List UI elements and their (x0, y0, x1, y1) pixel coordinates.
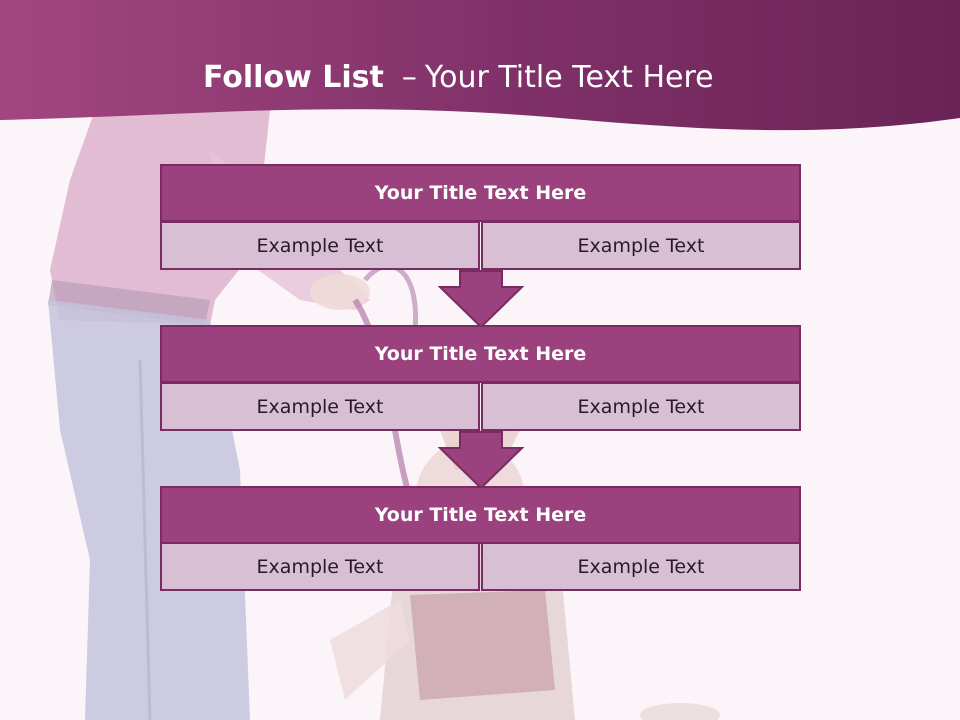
block-cell-right: Example Text (481, 382, 801, 431)
down-arrow-icon (438, 270, 524, 329)
block-cell-left: Example Text (160, 382, 480, 431)
block-title: Your Title Text Here (160, 325, 801, 383)
block-cell-right: Example Text (481, 542, 801, 591)
slide-title-rest: Your Title Text Here (424, 60, 714, 95)
block-title: Your Title Text Here (160, 164, 801, 222)
header-band (0, 0, 960, 131)
down-arrow-icon (438, 431, 524, 490)
block-cell-left: Example Text (160, 542, 480, 591)
block-cell-left: Example Text (160, 221, 480, 270)
block-cell-right: Example Text (481, 221, 801, 270)
block-title: Your Title Text Here (160, 486, 801, 544)
slide-title-separator: – (401, 60, 417, 95)
slide-title: Follow List–Your Title Text Here (203, 56, 714, 100)
slide-title-bold: Follow List (203, 60, 384, 95)
